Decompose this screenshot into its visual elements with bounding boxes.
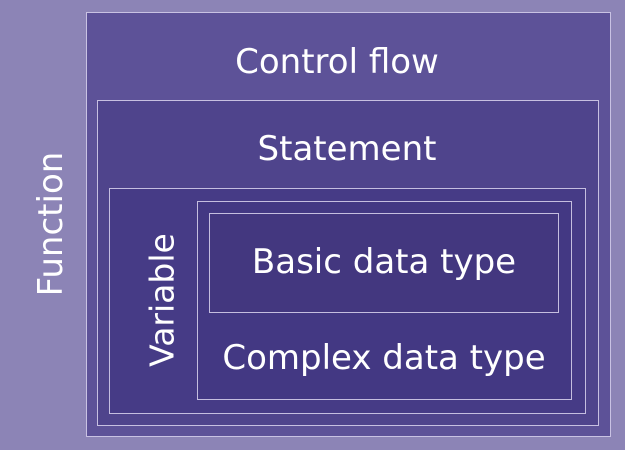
- function-label: Function: [31, 151, 71, 297]
- basic-data-type-box: [209, 213, 559, 313]
- control-flow-label: Control flow: [235, 42, 439, 82]
- statement-label: Statement: [257, 129, 437, 169]
- basic-data-type-label: Basic data type: [251, 242, 517, 282]
- variable-label: Variable: [142, 233, 182, 367]
- complex-data-type-label: Complex data type: [222, 338, 546, 378]
